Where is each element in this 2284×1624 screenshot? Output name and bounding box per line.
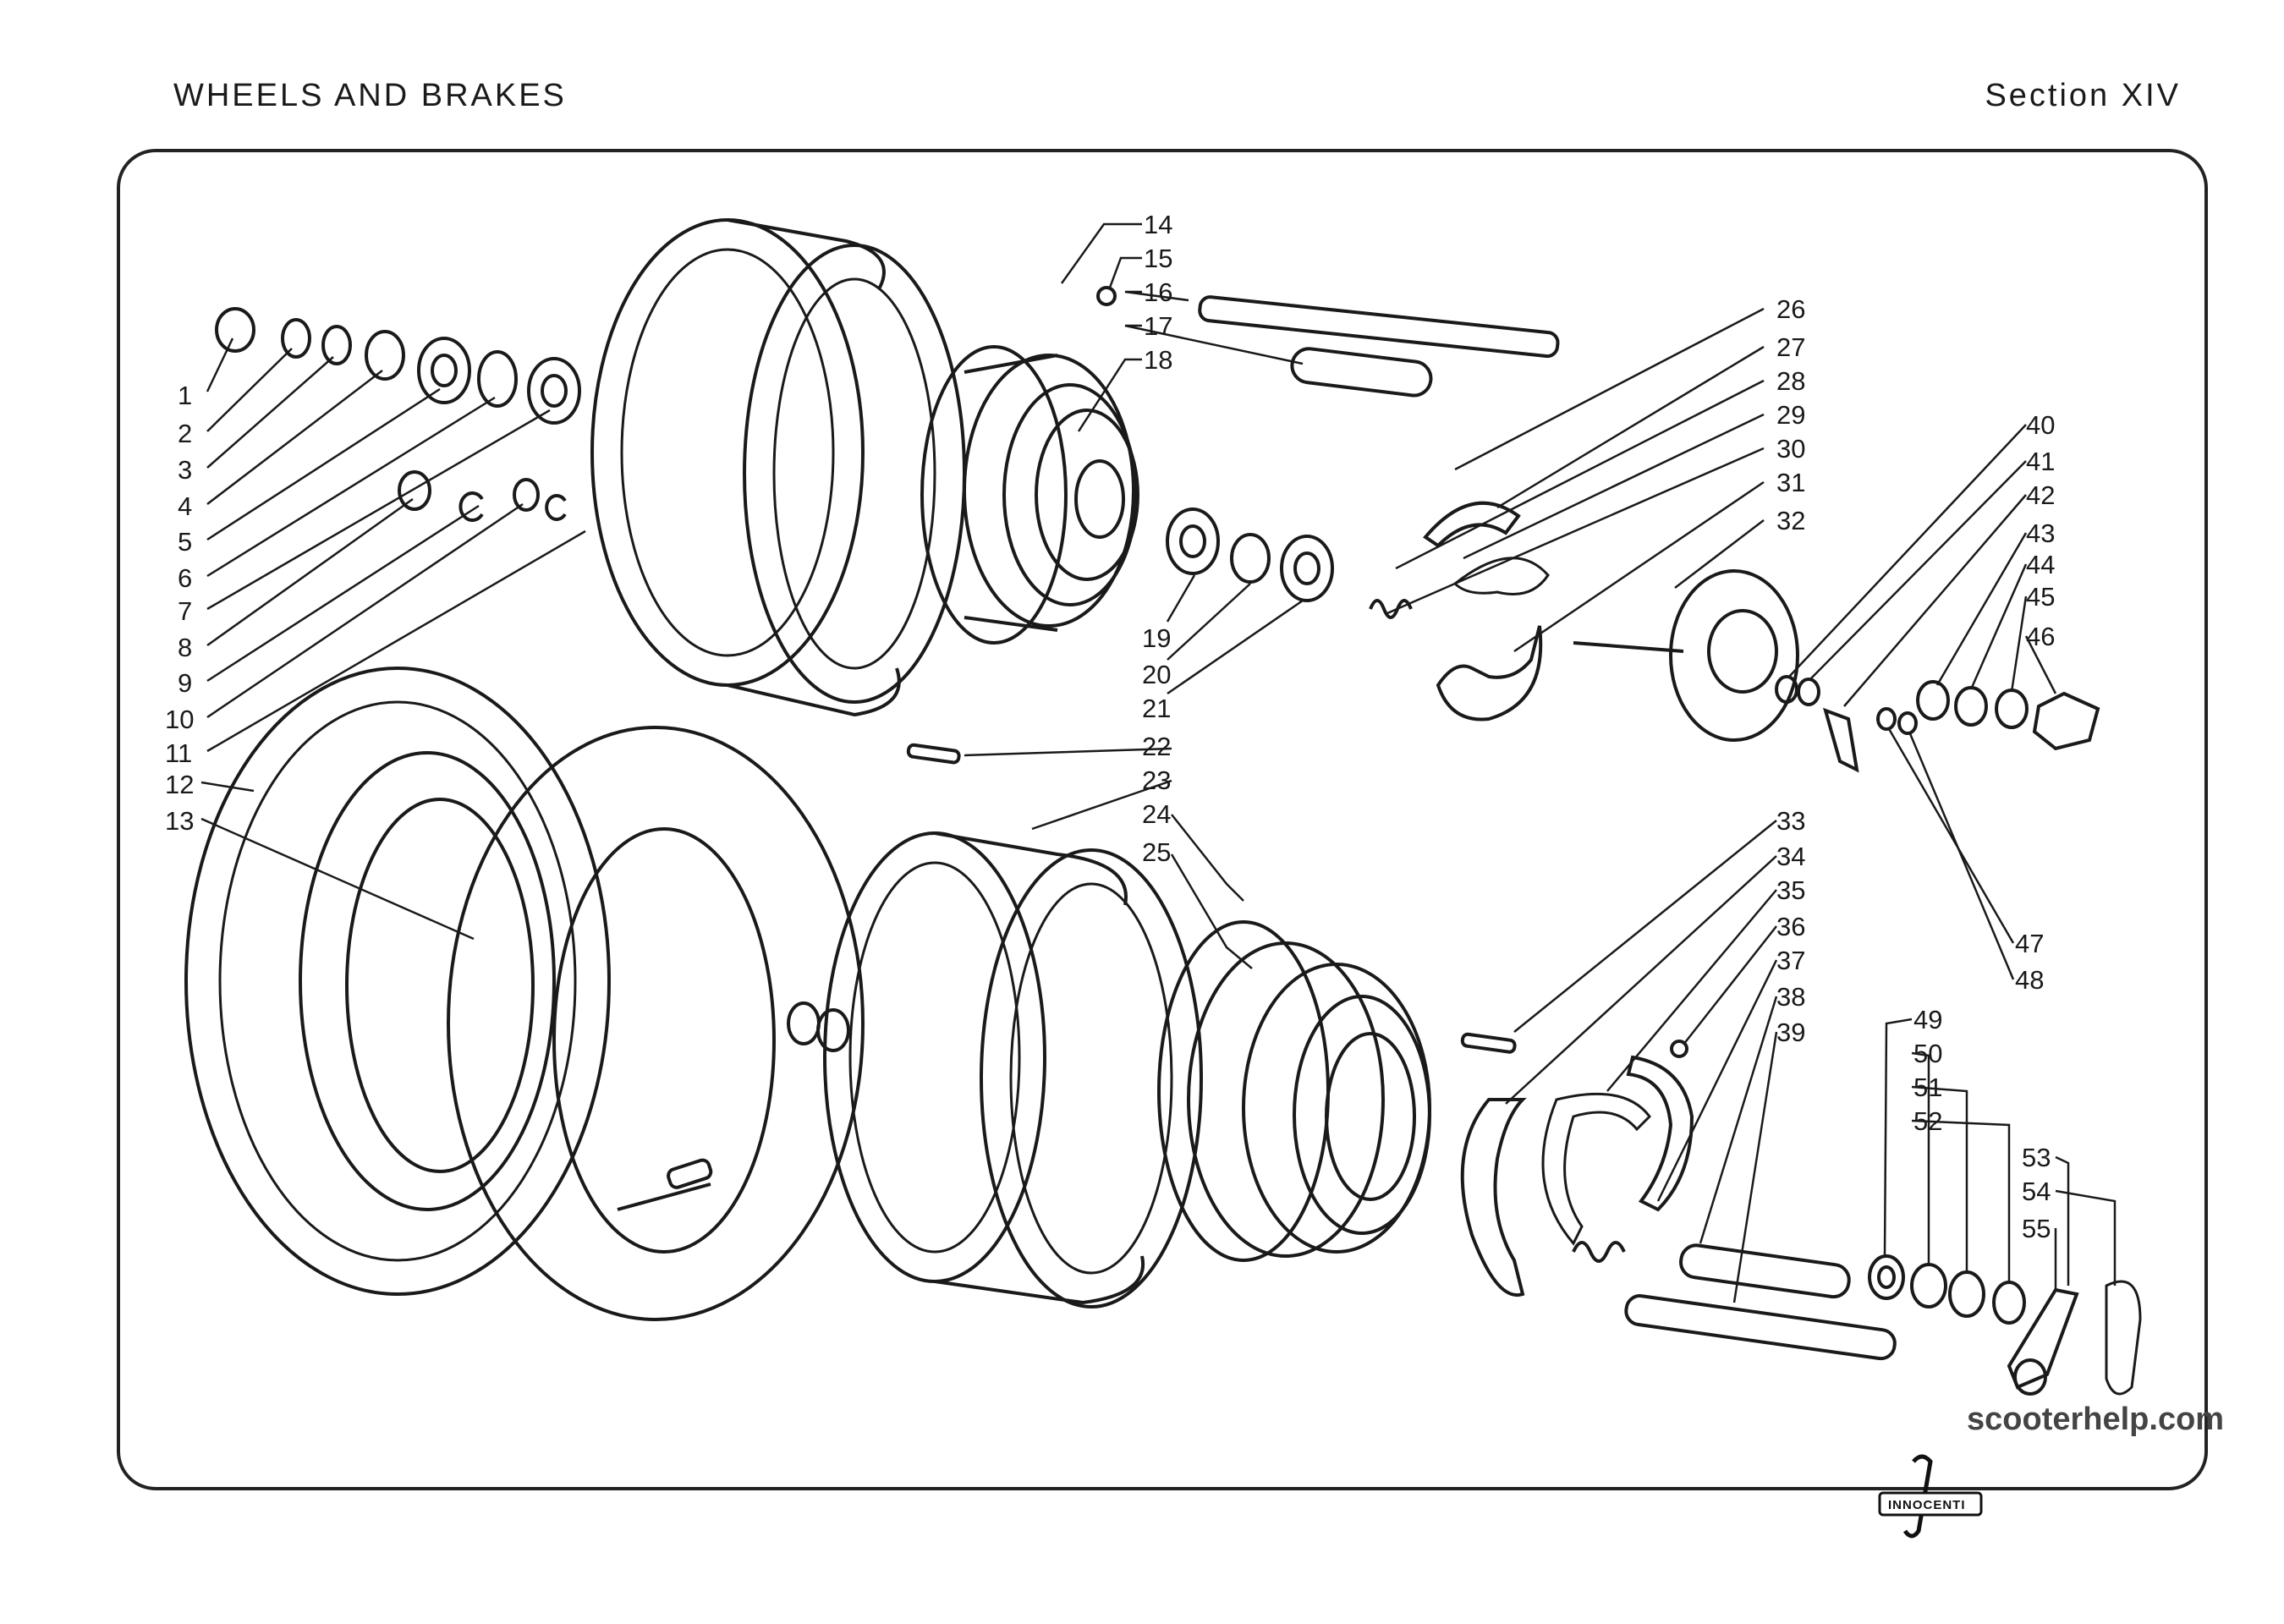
front-axle-nut-washers — [215, 307, 581, 522]
rear-wheel-hub — [787, 920, 1431, 1262]
part-label-21: 21 — [1142, 694, 1171, 723]
part-label-23: 23 — [1142, 765, 1171, 795]
part-label-9: 9 — [178, 668, 192, 698]
part-label-29: 29 — [1776, 400, 1805, 430]
part-label-20: 20 — [1142, 660, 1171, 689]
part-label-19: 19 — [1142, 623, 1171, 653]
part-label-10: 10 — [165, 705, 194, 734]
part-label-32: 32 — [1776, 506, 1805, 535]
front-wheel-rim — [590, 218, 966, 717]
part-label-48: 48 — [2015, 965, 2044, 995]
part-label-7: 7 — [178, 596, 192, 626]
part-label-36: 36 — [1776, 912, 1805, 941]
part-label-5: 5 — [178, 527, 192, 557]
rear-brake-linkage — [1868, 1254, 2142, 1396]
part-label-39: 39 — [1776, 1018, 1805, 1047]
part-label-30: 30 — [1776, 434, 1805, 464]
front-wheel-hub — [920, 345, 1139, 645]
part-label-6: 6 — [178, 563, 192, 593]
part-label-37: 37 — [1776, 946, 1805, 975]
part-label-55: 55 — [2022, 1214, 2051, 1243]
part-label-22: 22 — [1142, 732, 1171, 761]
part-label-14: 14 — [1144, 210, 1172, 239]
section-label: Section XIV — [1985, 78, 2181, 113]
part-label-25: 25 — [1142, 837, 1171, 867]
part-label-16: 16 — [1144, 277, 1172, 307]
brand-text: INNOCENTI — [1888, 1498, 1966, 1512]
part-label-53: 53 — [2022, 1143, 2051, 1172]
watermark-text: scooterhelp.com — [1967, 1402, 2224, 1437]
part-label-1: 1 — [178, 381, 192, 410]
part-label-47: 47 — [2015, 929, 2044, 958]
part-label-13: 13 — [165, 806, 194, 836]
part-label-34: 34 — [1776, 842, 1805, 871]
part-label-42: 42 — [2026, 480, 2055, 510]
part-label-24: 24 — [1142, 799, 1171, 829]
part-label-8: 8 — [178, 633, 192, 662]
part-label-2: 2 — [178, 419, 192, 448]
part-label-4: 4 — [178, 491, 192, 521]
part-label-43: 43 — [2026, 518, 2055, 548]
part-label-33: 33 — [1776, 806, 1805, 836]
front-bearings — [906, 508, 1334, 765]
front-brake-assembly — [1369, 501, 1799, 742]
part-label-38: 38 — [1776, 982, 1805, 1012]
part-label-51: 51 — [1913, 1073, 1942, 1102]
innocenti-logo: INNOCENTI — [1878, 1454, 1983, 1539]
part-label-52: 52 — [1913, 1106, 1942, 1136]
part-label-18: 18 — [1144, 345, 1172, 375]
rear-brake-assembly — [1460, 1032, 1897, 1361]
tyre — [184, 667, 611, 1296]
rear-wheel-rim — [823, 831, 1203, 1309]
part-labels: 1 2 3 4 5 6 7 8 9 10 11 12 13 14 15 16 1… — [165, 210, 2055, 1243]
part-label-26: 26 — [1776, 294, 1805, 324]
part-label-40: 40 — [2026, 410, 2055, 440]
part-label-12: 12 — [165, 770, 194, 799]
inner-tube — [447, 726, 865, 1321]
part-label-45: 45 — [2026, 582, 2055, 612]
leader-lines — [200, 222, 2117, 1303]
part-label-44: 44 — [2026, 550, 2055, 579]
part-label-27: 27 — [1776, 332, 1805, 362]
part-label-31: 31 — [1776, 468, 1805, 497]
part-label-15: 15 — [1144, 244, 1172, 273]
part-label-3: 3 — [178, 455, 192, 485]
part-label-50: 50 — [1913, 1039, 1942, 1068]
part-label-41: 41 — [2026, 447, 2055, 476]
part-label-54: 54 — [2022, 1177, 2051, 1206]
part-label-46: 46 — [2026, 622, 2055, 651]
page-title: WHEELS AND BRAKES — [173, 78, 567, 113]
part-label-11: 11 — [165, 738, 192, 768]
front-brake-linkage — [1775, 675, 2100, 773]
part-label-17: 17 — [1144, 311, 1172, 341]
front-axle — [1096, 286, 1560, 398]
part-label-28: 28 — [1776, 366, 1805, 396]
diagram-frame — [117, 149, 2208, 1490]
part-label-35: 35 — [1776, 875, 1805, 905]
part-label-49: 49 — [1913, 1005, 1942, 1034]
